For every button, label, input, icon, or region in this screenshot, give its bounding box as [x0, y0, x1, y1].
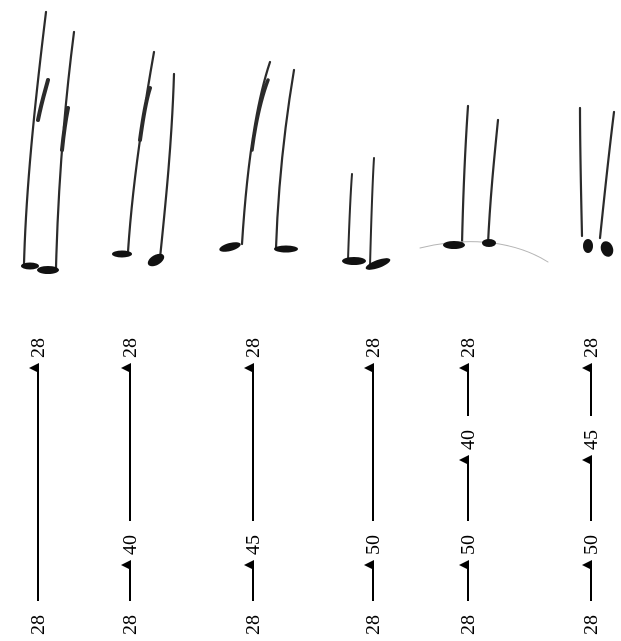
temperature-sequences: 28 28 28 40 28 28 45 28 28 50 28 28 50 40 28 28 50 45 28 [27, 338, 602, 635]
temperature-label: 28 [242, 615, 264, 635]
temperature-label: 28 [362, 338, 384, 358]
temperature-label: 28 [457, 615, 479, 635]
sequence-column-6: 28 50 45 28 [580, 338, 602, 635]
temperature-label: 28 [27, 615, 49, 635]
temperature-label: 50 [457, 535, 479, 555]
seedling-pair-4 [342, 158, 392, 272]
seedlings-photo [21, 12, 615, 274]
temperature-label: 40 [119, 535, 141, 555]
seedling-pair-2 [112, 52, 174, 269]
sequence-column-4: 28 50 28 [362, 338, 384, 635]
temperature-label: 28 [580, 615, 602, 635]
seedling-pair-5 [420, 106, 548, 262]
temperature-label: 40 [457, 430, 479, 450]
seedling-pair-6 [580, 108, 615, 259]
temperature-label: 28 [119, 615, 141, 635]
seedling-pair-3 [218, 62, 298, 254]
temperature-label: 50 [580, 535, 602, 555]
temperature-label: 28 [580, 338, 602, 358]
sequence-column-5: 28 50 40 28 [457, 338, 479, 635]
sequence-column-3: 28 45 28 [242, 338, 264, 635]
temperature-label: 50 [362, 535, 384, 555]
seedling-pair-1 [21, 12, 74, 274]
sequence-column-1: 28 28 [27, 338, 49, 635]
temperature-label: 28 [119, 338, 141, 358]
sequence-column-2: 28 40 28 [119, 338, 141, 635]
temperature-label: 45 [242, 535, 264, 555]
temperature-label: 45 [580, 430, 602, 450]
temperature-label: 28 [27, 338, 49, 358]
temperature-label: 28 [242, 338, 264, 358]
temperature-label: 28 [362, 615, 384, 635]
temperature-label: 28 [457, 338, 479, 358]
